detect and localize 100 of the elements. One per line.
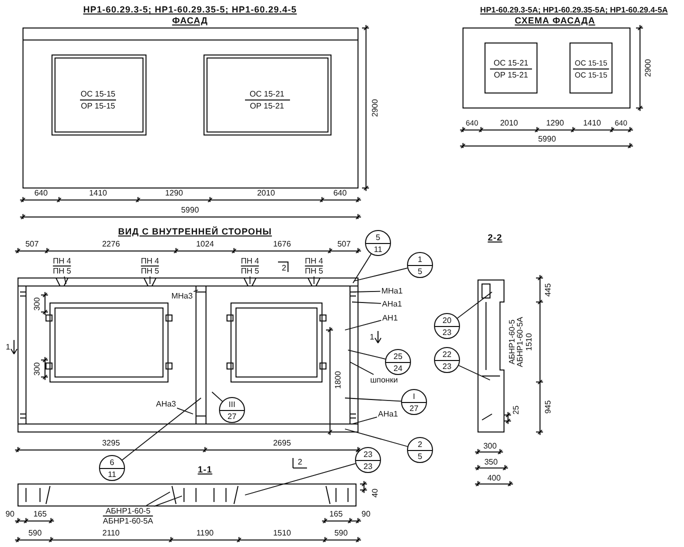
leader-line — [193, 290, 198, 292]
leader-line — [348, 350, 386, 360]
dimension-text: 1510 — [273, 528, 291, 538]
window-mark: ОС 15-21 — [250, 90, 284, 98]
section-title: 2-2 — [488, 234, 502, 242]
leader-line — [244, 463, 356, 496]
part-mark: МНа3 — [171, 292, 193, 300]
part-mark: АНа3 — [156, 400, 176, 408]
section-number: 2 — [298, 458, 302, 466]
leader-line — [352, 290, 381, 292]
callout-circle — [365, 230, 391, 256]
leader-line — [212, 392, 223, 402]
callout-circle — [219, 397, 245, 423]
dimension-text: 1024 — [196, 240, 214, 248]
dimension-text: 507 — [337, 240, 351, 248]
callout-circle — [385, 349, 411, 375]
dimension-text: 90 — [6, 510, 14, 518]
callout-number: 5 — [416, 450, 424, 462]
callout-number: 5 — [366, 232, 390, 244]
callout-number: 23 — [362, 460, 374, 472]
dimension-text: 165 — [33, 510, 47, 518]
part-mark: ПН 5 — [52, 266, 72, 276]
view-title: ВИД С ВНУТРЕННЕЙ СТОРОНЫ — [118, 228, 272, 236]
part-mark: ПН 5 — [240, 266, 260, 276]
dimension-text: 3295 — [102, 438, 120, 448]
leader-line — [350, 362, 374, 375]
leader-line — [456, 292, 492, 319]
callout-number: 5 — [416, 266, 424, 276]
callout-number: 24 — [392, 362, 404, 374]
dimension-text: 590 — [28, 528, 42, 538]
callout-number: 11 — [106, 468, 118, 480]
part-mark: ПН 4 — [140, 256, 160, 266]
part-mark: ПН 4 — [52, 256, 72, 266]
part-mark: АБНР1-60-5 — [508, 320, 516, 364]
leader-line — [352, 416, 378, 424]
dimension-text: 507 — [25, 240, 39, 248]
dimension-text: 300 — [32, 362, 42, 376]
dimension-text: 2276 — [102, 240, 120, 248]
leader-line — [64, 276, 66, 284]
dimension-text: 945 — [544, 400, 552, 414]
window-mark: ОС 15-21 — [494, 58, 528, 68]
window-mark: ОС 15-15 — [80, 90, 116, 98]
part-mark: АБНР1-60-5 — [102, 506, 154, 516]
part-mark: АН1 — [382, 314, 398, 322]
callout-number: 23 — [442, 360, 452, 372]
leader-line — [344, 320, 382, 330]
dimension-text: 1410 — [583, 118, 601, 128]
dimension-text: 2695 — [273, 438, 291, 448]
leader-line — [176, 408, 194, 414]
leader-line — [344, 428, 408, 447]
leader-line — [352, 254, 372, 284]
dimension-text: 590 — [334, 528, 348, 538]
leader-line — [458, 365, 490, 380]
callout-circle — [434, 313, 460, 339]
window-mark: ОР 15-15 — [80, 102, 116, 110]
dimension-text: 640 — [34, 188, 48, 198]
part-mark: ПН 5 — [304, 266, 324, 276]
callout-number: 23 — [442, 326, 452, 338]
callout-number: 20 — [435, 314, 459, 326]
section-number: 1 — [6, 342, 10, 352]
leader-line — [154, 496, 182, 507]
part-mark: МНа1 — [381, 286, 403, 296]
dimension-text: 2110 — [102, 528, 120, 538]
dimension-text: 40 — [370, 488, 380, 498]
callout-number: 25 — [386, 350, 410, 362]
callout-number: 2 — [408, 438, 432, 450]
part-mark: шпонки — [370, 376, 398, 384]
part-mark: АБНР1-60-5А — [516, 316, 524, 368]
callout-circle — [99, 455, 125, 481]
dimension-text: 1676 — [273, 240, 291, 248]
leader-line — [354, 268, 408, 282]
dimension-text: 25 — [512, 406, 520, 414]
dimension-text: 5990 — [181, 206, 199, 214]
dimension-text: 2010 — [500, 118, 518, 128]
sheet-title: НР1-60.29.3-5А; НР1-60.29.35-5А; НР1-60.29.4-5А — [480, 6, 668, 14]
dimension-text: 2900 — [370, 99, 380, 117]
dimension-text: 1510 — [524, 333, 534, 351]
part-mark: АНа1 — [382, 300, 402, 308]
window-mark: ОР 15-21 — [250, 102, 284, 110]
dimension-text: 1190 — [196, 528, 214, 538]
callout-number: 11 — [372, 244, 384, 254]
leader-line — [344, 398, 402, 402]
callout-number: 23 — [356, 448, 380, 460]
section-title: 1-1 — [198, 466, 212, 474]
dimension-text: 1290 — [165, 188, 183, 198]
leader-line — [352, 302, 382, 304]
section-number: 2 — [282, 264, 286, 272]
dimension-text: 300 — [32, 297, 42, 311]
dimension-text: 90 — [362, 510, 370, 518]
dimension-text: 2010 — [257, 188, 275, 198]
dimension-text: 640 — [333, 188, 347, 198]
leader-line — [146, 492, 170, 506]
dimension-text: 1290 — [546, 118, 564, 128]
callout-number: 1 — [408, 254, 432, 266]
callout-circle — [407, 437, 433, 463]
callout-circle — [434, 347, 460, 373]
part-mark: ПН 4 — [240, 256, 260, 266]
callout-circle — [355, 447, 381, 473]
part-mark: ПН 4 — [304, 256, 324, 266]
view-title: СХЕМА ФАСАДА — [514, 16, 596, 26]
